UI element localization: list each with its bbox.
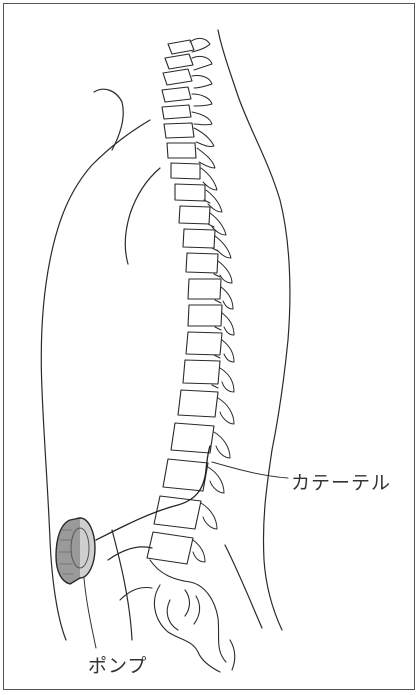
pump-leader-line <box>84 578 96 648</box>
hip-line-right <box>225 545 262 628</box>
pump-label: ポンプ <box>88 651 147 678</box>
buttock-line <box>108 547 152 560</box>
chest-line <box>125 168 160 264</box>
pump-device <box>56 518 95 584</box>
catheter-line <box>96 446 210 540</box>
vertebral-bodies <box>147 40 222 564</box>
vertebral-processes <box>190 38 234 562</box>
hip-line-left <box>112 530 132 640</box>
catheter-leader-line <box>212 462 288 478</box>
catheter-label: カテーテル <box>291 468 391 495</box>
back-outline <box>218 30 290 630</box>
